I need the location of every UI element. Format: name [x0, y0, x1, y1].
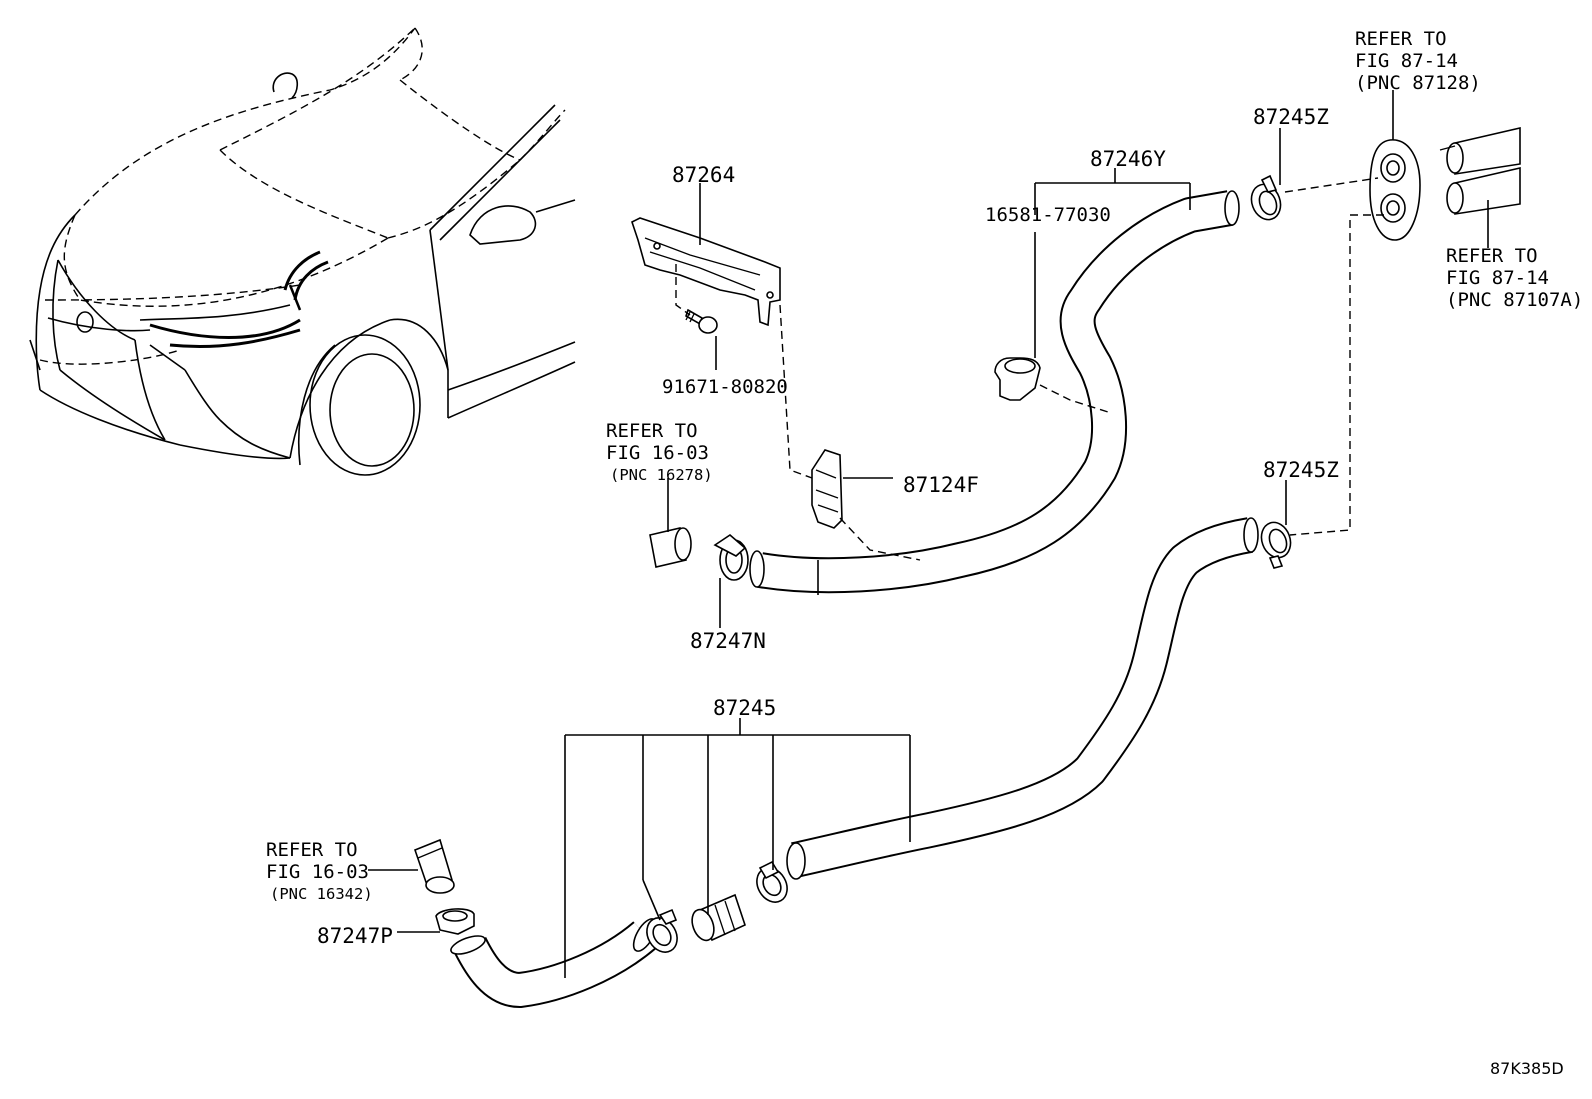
clamp-16581-77030 — [994, 357, 1041, 401]
refer-r1-line3: (PNC 87128) — [1355, 72, 1481, 94]
leader-lines — [368, 90, 1489, 978]
grommet — [1369, 139, 1421, 241]
clamp-87245z-top — [1250, 174, 1282, 221]
refer-r3-line2: FIG 16-03 — [606, 442, 709, 464]
labels: 87264 91671-80820 87124F 87246Y 16581-77… — [266, 28, 1583, 1078]
label-91671-80820: 91671-80820 — [662, 376, 788, 398]
figure-code: 87K385D — [1490, 1059, 1564, 1078]
refer-r2-line2: FIG 87-14 — [1446, 267, 1549, 289]
bolt-91671-80820 — [685, 308, 718, 334]
label-87124f: 87124F — [903, 473, 979, 497]
label-87264: 87264 — [672, 163, 735, 187]
clamp-87245z-mid — [1260, 521, 1292, 569]
refer-r3-line1: REFER TO — [606, 420, 698, 442]
refer-r4-line2: FIG 16-03 — [266, 861, 369, 883]
clip-87124f — [811, 449, 843, 529]
bracket-87264 — [631, 217, 781, 327]
hose-87246y — [749, 190, 1240, 595]
clamp-87245-a — [646, 908, 678, 953]
label-87247p: 87247P — [317, 924, 393, 948]
clamp-87247n — [713, 533, 749, 581]
label-87245z-top: 87245Z — [1253, 105, 1329, 129]
clamp-87245-b — [756, 860, 788, 903]
refer-r4-line1: REFER TO — [266, 839, 358, 861]
vehicle-illustration — [29, 27, 576, 476]
refer-r1-line1: REFER TO — [1355, 28, 1447, 50]
label-87247n: 87247N — [690, 629, 766, 653]
connector-87245 — [691, 893, 746, 942]
refer-r2-line3: (PNC 87107A) — [1446, 289, 1583, 311]
pipe-16342 — [413, 838, 455, 894]
refer-r1-line2: FIG 87-14 — [1355, 50, 1458, 72]
assembly-dash-lines — [675, 177, 1384, 561]
clamp-87247p — [435, 908, 475, 935]
label-87245z-mid: 87245Z — [1263, 458, 1339, 482]
label-87245: 87245 — [713, 696, 776, 720]
label-87246y: 87246Y — [1090, 147, 1166, 171]
pipe-16278 — [649, 527, 692, 568]
label-16581-77030: 16581-77030 — [985, 204, 1111, 226]
refer-r2-line1: REFER TO — [1446, 245, 1538, 267]
refer-r4-line3: (PNC 16342) — [270, 885, 373, 903]
refer-r3-line3: (PNC 16278) — [610, 466, 713, 484]
heater-pipes — [1439, 126, 1521, 215]
